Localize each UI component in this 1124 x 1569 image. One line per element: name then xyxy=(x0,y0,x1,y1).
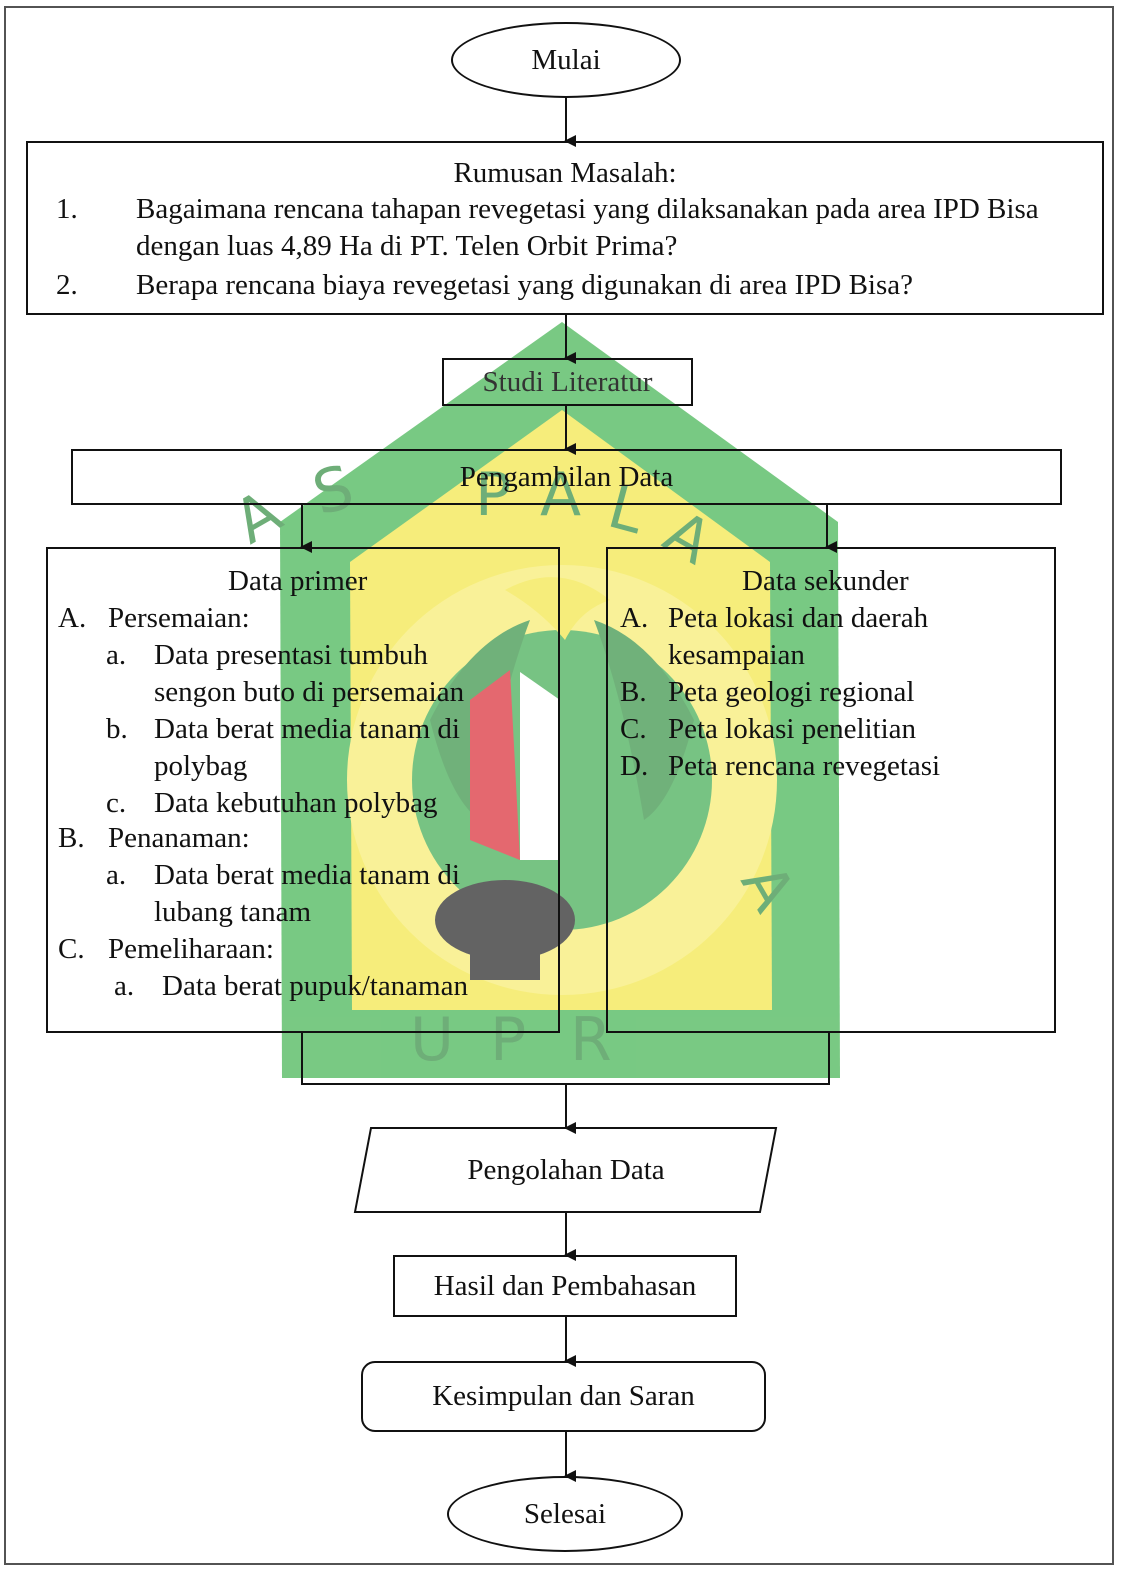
pengolahan-data-parallelogram xyxy=(353,1127,778,1213)
seal-ring-letter: P xyxy=(490,1005,526,1075)
diagram-frame xyxy=(4,6,1114,1565)
data-primer-box: Data primer A. Persemaian: a. Data prese… xyxy=(46,547,560,1033)
seal-ring-letter: A xyxy=(540,460,581,530)
data-sekunder-title: Data sekunder xyxy=(742,565,909,597)
data-sekunder-box: Data sekunder A. Peta lokasi dan daerah … xyxy=(606,547,1056,1033)
sekunder-item-line: Peta rencana revegetasi xyxy=(668,750,941,782)
hasil-pembahasan-box: Hasil dan Pembahasan xyxy=(393,1255,737,1317)
seal-shield-red xyxy=(470,670,520,860)
seal-bird-head xyxy=(505,577,610,640)
studi-literatur-box: Studi Literatur xyxy=(442,358,693,406)
end-label: Selesai xyxy=(523,1497,607,1530)
seal-pot-base xyxy=(470,930,540,980)
primer-item-letter: a. xyxy=(114,970,135,1002)
rumusan-title: Rumusan Masalah: xyxy=(453,157,677,189)
kesimpulan-saran-label: Kesimpulan dan Saran xyxy=(432,1380,695,1412)
seal-ring-letter: P xyxy=(475,460,511,530)
primer-item-letter: a. xyxy=(106,639,127,671)
sekunder-item-line: Peta lokasi dan daerah xyxy=(668,602,929,634)
primer-item-line: Data berat pupuk/tanaman xyxy=(162,970,468,1002)
seal-ring-letter: R xyxy=(570,1005,612,1075)
studi-literatur-label: Studi Literatur xyxy=(482,365,653,398)
sekunder-item-line: Peta geologi regional xyxy=(668,676,915,708)
rumusan-masalah-box: Rumusan Masalah: 1. Bagaimana rencana ta… xyxy=(26,141,1104,315)
rumusan-item: 1. Bagaimana rencana tahapan revegetasi … xyxy=(56,191,1092,271)
primer-item-letter: c. xyxy=(106,787,127,819)
primer-item-line: Data berat media tanam di xyxy=(154,713,460,745)
primer-section-label: Pemeliharaan: xyxy=(108,933,274,965)
primer-item-line: polybag xyxy=(154,750,248,782)
seal-shield-white xyxy=(520,672,560,860)
rumusan-item-line: dengan luas 4,89 Ha di PT. Telen Orbit P… xyxy=(136,230,678,262)
pengolahan-data-node: Pengolahan Data xyxy=(371,1128,761,1212)
sekunder-item-line: kesampaian xyxy=(668,639,805,671)
primer-item-line: Data kebutuhan polybag xyxy=(154,787,438,819)
seal-wing-right xyxy=(594,620,694,820)
rumusan-item-line: Berapa rencana biaya revegetasi yang dig… xyxy=(136,269,914,301)
primer-item-line: Data berat media tanam di xyxy=(154,859,460,891)
start-terminal: Mulai xyxy=(451,22,681,98)
data-primer-title: Data primer xyxy=(228,565,368,597)
primer-item-line: lubang tanam xyxy=(154,896,312,928)
primer-item-line: sengon buto di persemaian xyxy=(154,676,465,708)
primer-item-letter: a. xyxy=(106,859,127,891)
seal-ring-letter: U xyxy=(410,1005,454,1075)
rumusan-item-number: 1. xyxy=(56,193,78,225)
merge-line-sekunder xyxy=(566,1033,830,1085)
pengambilan-data-box: Pengambilan Data xyxy=(71,449,1062,505)
primer-section-letter: C. xyxy=(58,933,85,965)
rumusan-item-number: 2. xyxy=(56,269,78,301)
primer-section-letter: B. xyxy=(58,822,85,854)
sekunder-item-letter: D. xyxy=(620,750,649,782)
primer-section-label: Penanaman: xyxy=(108,822,250,854)
primer-section-letter: A. xyxy=(58,602,87,634)
end-terminal: Selesai xyxy=(447,1476,683,1552)
sekunder-item-letter: B. xyxy=(620,676,647,708)
rumusan-item-line: Bagaimana rencana tahapan revegetasi yan… xyxy=(136,193,1039,225)
pengolahan-data-label: Pengolahan Data xyxy=(467,1153,665,1186)
sekunder-item-letter: A. xyxy=(620,602,649,634)
kesimpulan-saran-box: Kesimpulan dan Saran xyxy=(361,1361,766,1432)
sekunder-item-line: Peta lokasi penelitian xyxy=(668,713,917,745)
start-label: Mulai xyxy=(531,43,601,76)
sekunder-item-letter: C. xyxy=(620,713,647,745)
pengambilan-data-label: Pengambilan Data xyxy=(459,460,674,493)
primer-item-letter: b. xyxy=(106,713,128,745)
primer-section-label: Persemaian: xyxy=(108,602,250,634)
merge-line-primer xyxy=(301,1033,566,1085)
primer-item-line: Data presentasi tumbuh xyxy=(154,639,428,671)
hasil-pembahasan-label: Hasil dan Pembahasan xyxy=(433,1269,697,1302)
rumusan-item: 2. Berapa rencana biaya revegetasi yang … xyxy=(56,267,1092,307)
